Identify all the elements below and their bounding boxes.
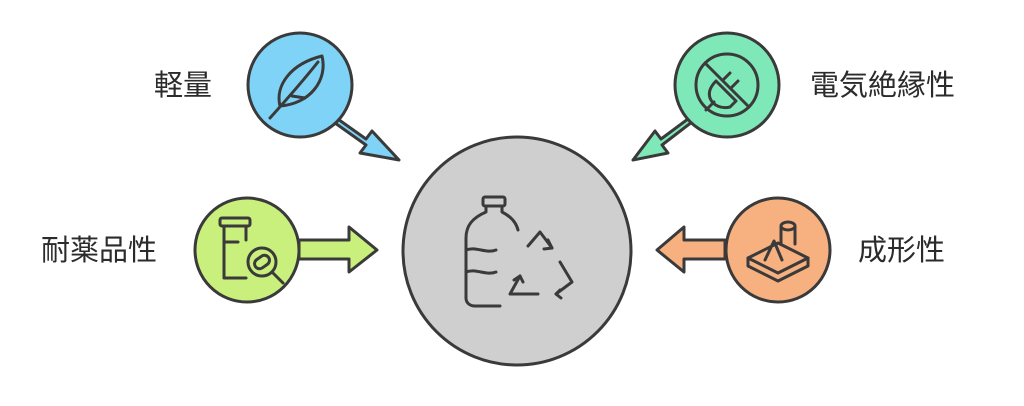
electrical-insulation-arrow — [631, 114, 694, 162]
chemical-resistance-node — [193, 196, 379, 304]
lightweight-label: 軽量 — [154, 68, 213, 102]
electrical-insulation-label: 電気絶縁性 — [810, 68, 956, 102]
moldability-arrow — [655, 225, 727, 274]
feather-icon — [268, 54, 325, 120]
chemical-resistance-circle — [193, 196, 301, 304]
medicine-bottle-magnifier-icon — [218, 216, 285, 285]
electrical-insulation-node — [631, 31, 781, 162]
center-node — [401, 135, 633, 367]
lightweight-node — [246, 31, 401, 162]
plug-prohibited-icon — [694, 52, 760, 118]
chemical-resistance-arrow — [297, 225, 379, 274]
center-circle — [401, 135, 633, 367]
chemical-resistance-label: 耐薬品性 — [41, 233, 158, 267]
moldability-label: 成形性 — [858, 233, 946, 267]
plastic-bottle-recycle-icon — [464, 195, 574, 308]
lightweight-arrow — [333, 115, 401, 162]
moldability-node — [655, 196, 832, 304]
molding-shapes-icon — [746, 220, 810, 283]
